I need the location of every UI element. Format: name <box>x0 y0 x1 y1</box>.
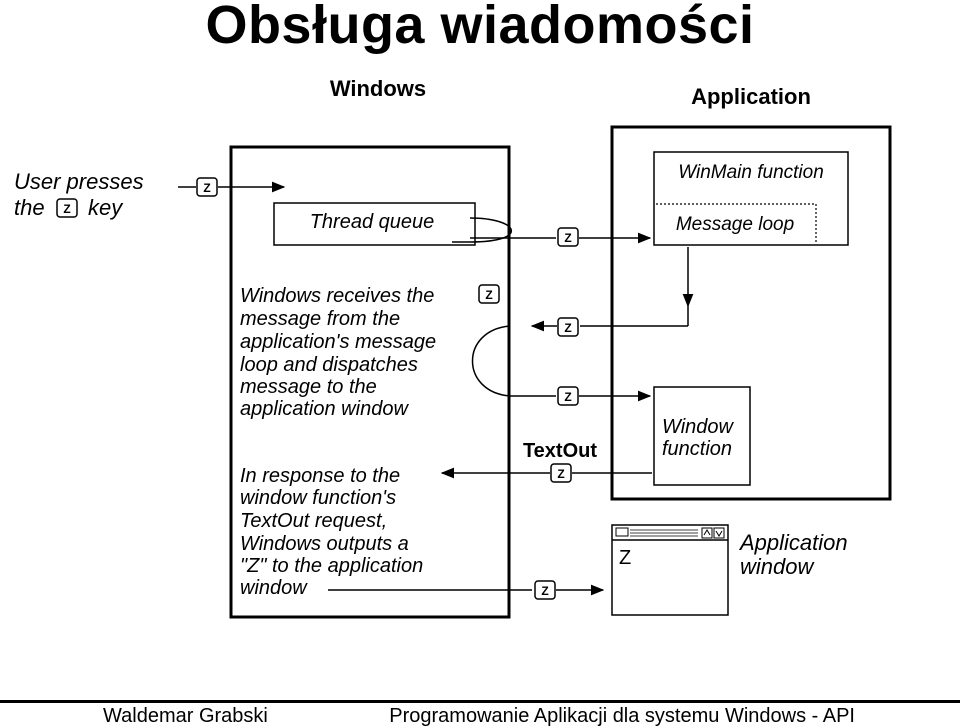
z-key-icon: Z <box>196 177 218 197</box>
app-window-label-1: Application <box>738 530 848 555</box>
svg-text:TextOut request,: TextOut request, <box>240 510 387 532</box>
application-box <box>610 125 892 501</box>
receives-description: Windows receives the message from the ap… <box>240 285 436 420</box>
footer-divider <box>0 700 960 703</box>
svg-text:message to the: message to the <box>240 376 377 398</box>
z-key-icon: Z <box>557 386 579 406</box>
footer-author: Waldemar Grabski <box>103 705 268 727</box>
svg-text:Z: Z <box>203 181 210 195</box>
message-flow-diagram: Windows Application User presses the Z k… <box>14 76 892 619</box>
system-menu-icon <box>615 527 629 537</box>
slide-title: Obsługa wiadomości <box>205 0 755 55</box>
footer-course: Programowanie Aplikacji dla systemu Wind… <box>389 705 855 727</box>
svg-text:Windows receives the: Windows receives the <box>240 285 434 307</box>
user-the-text: the <box>14 195 45 220</box>
message-loop-label: Message loop <box>676 214 794 235</box>
svg-text:application window: application window <box>240 398 409 420</box>
svg-text:application's message: application's message <box>240 331 436 353</box>
response-description: In response to the window function's Tex… <box>240 465 423 599</box>
svg-text:window: window <box>240 577 308 599</box>
z-key-icon: Z <box>56 198 78 218</box>
svg-text:Windows outputs a: Windows outputs a <box>240 533 409 555</box>
minimize-icon <box>713 527 725 539</box>
windows-header: Windows <box>330 76 426 101</box>
svg-text:Z: Z <box>63 202 70 216</box>
svg-text:Z: Z <box>557 467 564 481</box>
windows-box <box>229 145 511 619</box>
svg-text:Z: Z <box>485 288 492 302</box>
user-presses-text: User presses <box>14 169 144 194</box>
svg-text:"Z" to the application: "Z" to the application <box>240 555 423 577</box>
z-key-icon: Z <box>557 317 579 337</box>
svg-text:In response to the: In response to the <box>240 465 400 487</box>
maximize-icon <box>701 527 713 539</box>
svg-text:message from the: message from the <box>240 308 400 330</box>
message-loop-divider <box>656 203 817 243</box>
z-key-icon: Z <box>550 463 572 483</box>
textout-label: TextOut <box>523 440 597 462</box>
svg-text:Z: Z <box>564 231 571 245</box>
winmain-label: WinMain function <box>678 162 824 183</box>
app-window-content: Z <box>619 547 631 569</box>
application-header: Application <box>691 84 811 109</box>
svg-text:Z: Z <box>564 390 571 404</box>
svg-text:Z: Z <box>564 321 571 335</box>
z-key-icon: Z <box>478 284 500 304</box>
window-function-label-1: Window <box>662 416 735 438</box>
svg-text:window function's: window function's <box>240 487 396 509</box>
thread-queue-box <box>273 202 476 246</box>
window-function-label-2: function <box>662 438 732 460</box>
winmain-box <box>653 151 849 246</box>
z-key-icon: Z <box>534 580 556 600</box>
z-key-icon: Z <box>557 227 579 247</box>
app-window-label-2: window <box>740 554 815 579</box>
svg-text:loop and dispatches: loop and dispatches <box>240 354 418 376</box>
window-function-box <box>653 386 751 486</box>
svg-text:Z: Z <box>541 584 548 598</box>
application-window-mockup: Z <box>611 524 729 616</box>
thread-queue-label: Thread queue <box>310 211 435 233</box>
user-key-text: key <box>88 195 124 220</box>
